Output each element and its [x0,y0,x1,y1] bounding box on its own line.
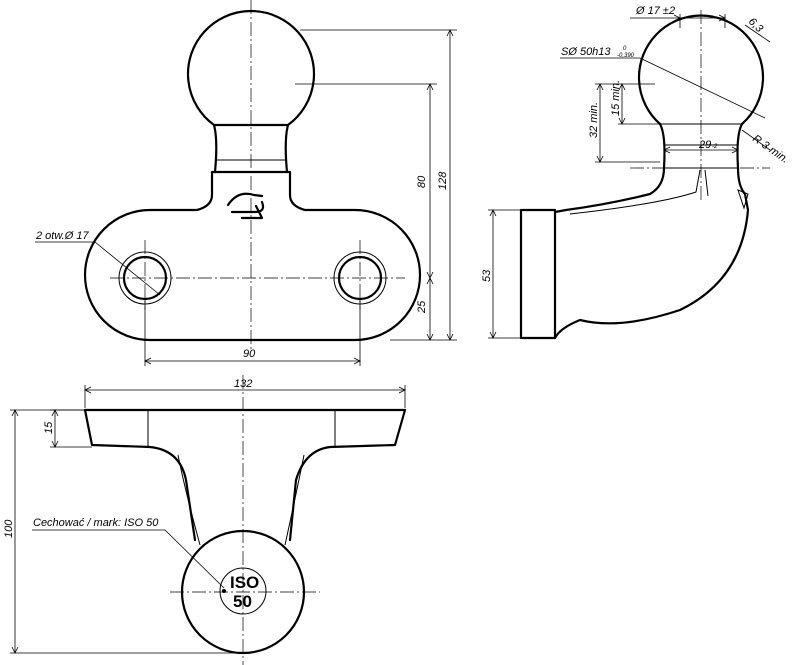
dim-15-min: 15 min. [610,80,622,116]
tol-upper: 0 [623,46,627,52]
top-view: ISO 50 Cechować / mark: ISO 50 132 15 10… [3,375,407,665]
dim-r3-min: R 3 min. [750,133,790,166]
dim-6-3: 6,3 [746,16,766,36]
side-flange [519,208,557,340]
tol-lower: -0,390 [617,53,635,59]
ball-neck [212,123,290,174]
dim-15: 15 [43,421,55,434]
dim-53: 53 [481,269,493,282]
iso-stamp-ring [219,567,267,615]
top-flange [83,408,407,542]
side-view: Ø 17 ±2 6,3 SØ 50h13 0 -0,390 32 min. 15… [481,5,791,340]
front-view: 80 128 25 90 2 otw.Ø 17 [35,0,457,366]
dim-29-tol: -2 [712,144,718,150]
dim-128: 128 [437,171,449,190]
stamp-line1: ISO [230,573,259,592]
stamp-line2: 50 [233,592,252,611]
marking-label: Cechować / mark: ISO 50 [33,517,159,529]
holes-label: 2 otw.Ø 17 [35,230,89,242]
dim-d17: Ø 17 ±2 [635,5,675,17]
dim-sphere: SØ 50h13 [561,46,611,58]
dim-132: 132 [234,378,252,390]
stamp-dot [222,589,226,593]
dim-100: 100 [3,519,15,538]
brand-logo-icon [226,192,265,220]
mounting-plate-outline [83,170,422,342]
dim-29: 29 [698,139,711,151]
side-body [553,166,750,340]
tow-ball [186,9,316,127]
dim-90: 90 [243,348,256,360]
dim-32-min: 32 min. [588,102,600,138]
dim-80: 80 [416,175,428,188]
dim-25: 25 [416,300,428,314]
